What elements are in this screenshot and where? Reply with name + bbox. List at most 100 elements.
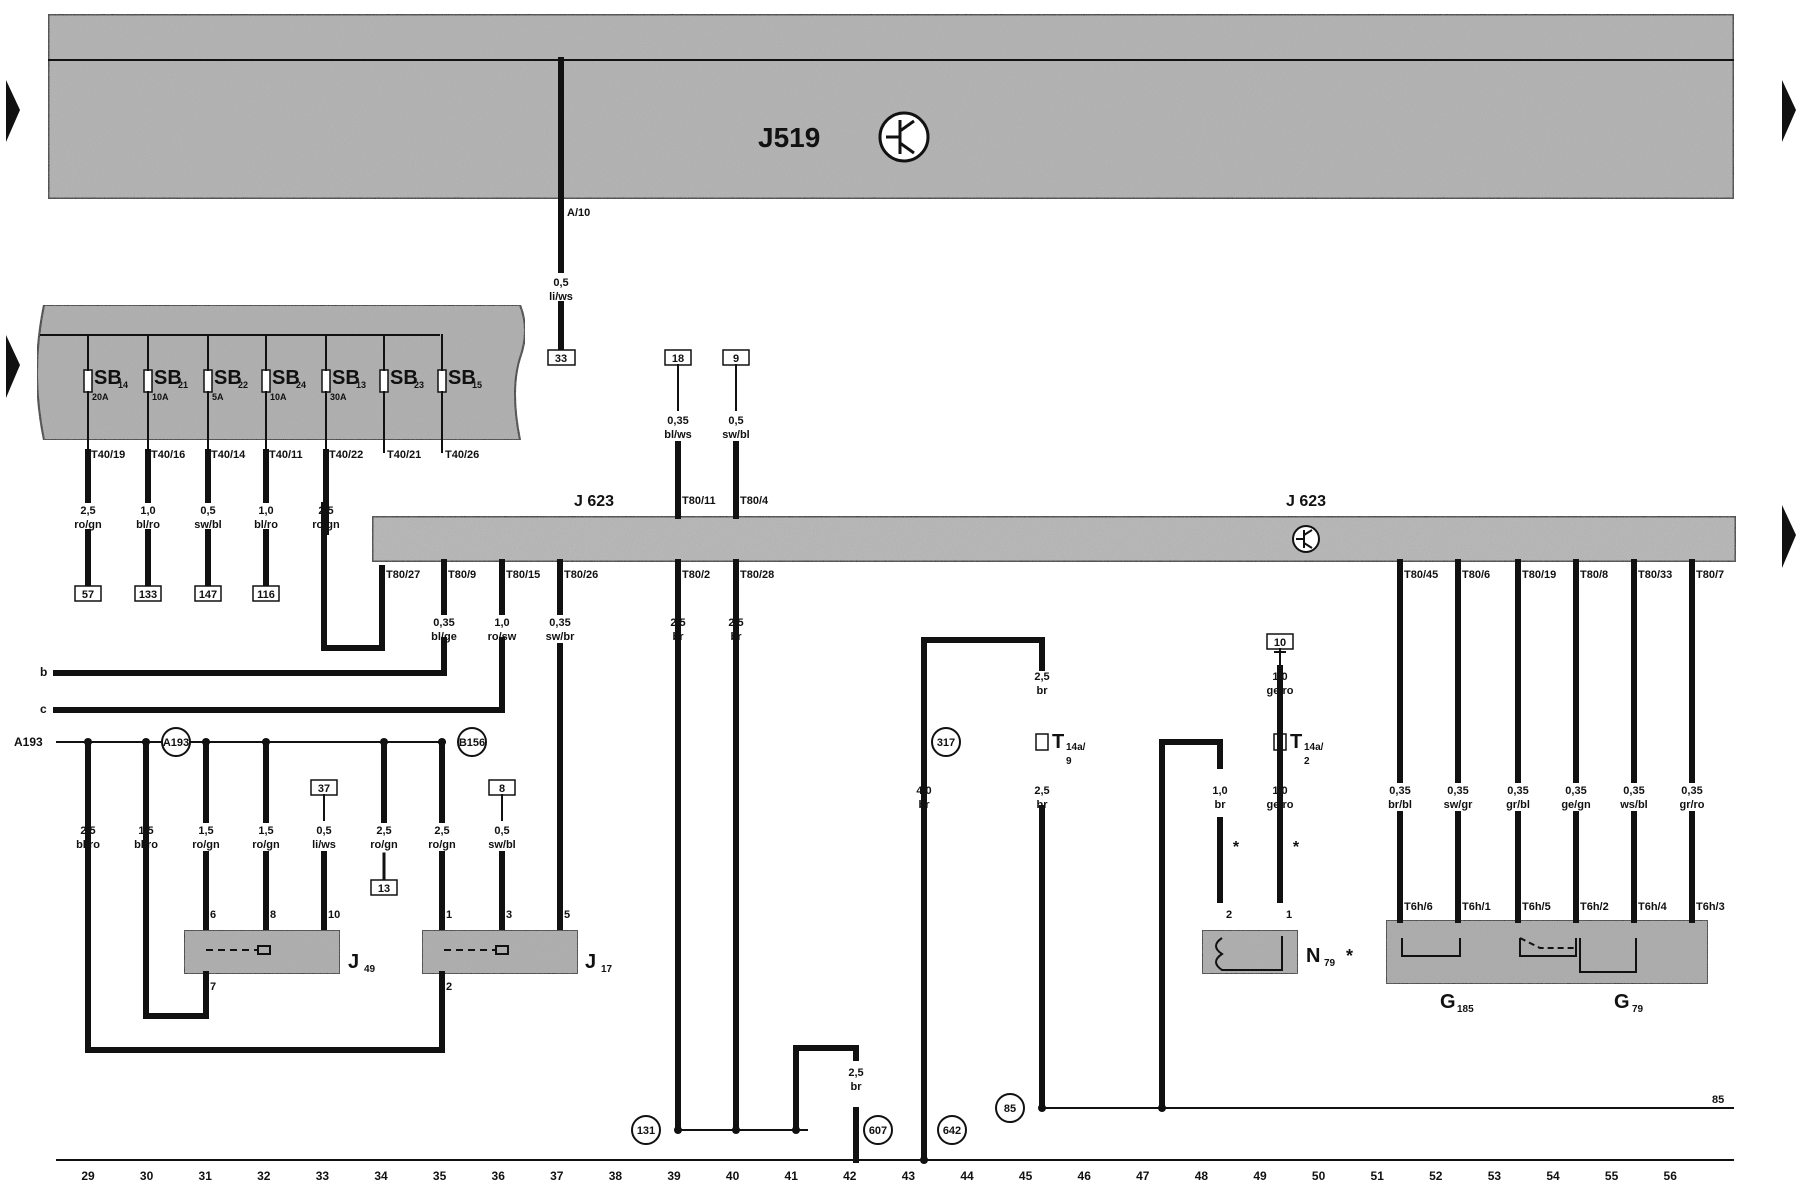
component-j49-sub: 49 <box>364 964 376 975</box>
star-mark: * <box>1233 839 1240 856</box>
wire-gauge: 0,5 <box>494 825 509 837</box>
footer-number: 56 <box>1664 1169 1678 1183</box>
wire-color: sw/bl <box>488 839 516 851</box>
fuse-sub: 22 <box>238 380 248 390</box>
pin-label: 2 <box>1226 909 1232 921</box>
fuse-name: SB <box>390 367 418 389</box>
transistor-symbol-icon <box>878 111 930 163</box>
wire-gauge: 2,5 <box>1034 671 1049 683</box>
component-g79-sub: 79 <box>1632 1004 1644 1015</box>
wire-gauge: 1,0 <box>140 505 155 517</box>
pin-label: T40/22 <box>329 449 363 461</box>
wire-gauge: 0,35 <box>1447 785 1468 797</box>
connector-label: B156 <box>459 737 485 749</box>
component-j49-label: J <box>348 951 359 973</box>
pin-label: 5 <box>564 909 570 921</box>
connector-label: A193 <box>163 737 189 749</box>
connector-label: 131 <box>637 1125 655 1137</box>
wire-gauge: 0,5 <box>728 415 743 427</box>
connector-circle <box>995 1093 1025 1123</box>
fuse-amp: 30A <box>330 392 347 402</box>
connector-circle <box>863 1115 893 1145</box>
pin-label: T80/26 <box>564 569 598 581</box>
fuse-name: SB <box>214 367 242 389</box>
connector-pin: 2 <box>1304 756 1310 767</box>
pin-label: 10 <box>328 909 340 921</box>
footer-number: 54 <box>1546 1169 1560 1183</box>
pin-label: T80/11 <box>682 495 716 507</box>
footer-number: 44 <box>960 1169 974 1183</box>
connector-name: T <box>1052 731 1064 753</box>
footer-number: 32 <box>257 1169 271 1183</box>
wire-color: br <box>1037 685 1049 697</box>
valve-n79 <box>1201 929 1299 975</box>
fuse-box <box>36 304 526 441</box>
triangle-right-icon <box>1782 80 1796 142</box>
fuse-name: SB <box>448 367 476 389</box>
footer-number: 34 <box>374 1169 388 1183</box>
footer-number: 55 <box>1605 1169 1619 1183</box>
relay-j49 <box>183 929 341 975</box>
line-label-c: c <box>40 702 47 716</box>
pin-label: 8 <box>270 909 276 921</box>
pin-label: 6 <box>210 909 216 921</box>
ref-label: 9 <box>733 353 739 365</box>
ref-label: 133 <box>139 589 157 601</box>
ref-label: 57 <box>82 589 94 601</box>
wire-color: li/ws <box>549 291 573 303</box>
connector-label: 642 <box>943 1125 961 1137</box>
connector-circle <box>931 727 961 757</box>
wire-color: ro/gn <box>252 839 280 851</box>
wire-gauge: 2,5 <box>80 505 95 517</box>
line-label-85: 85 <box>1712 1094 1724 1106</box>
connector-label: 317 <box>937 737 955 749</box>
fuse-name: SB <box>94 367 122 389</box>
footer-number: 36 <box>492 1169 506 1183</box>
sensor-g185-g79 <box>1385 919 1709 985</box>
pin-label: T80/33 <box>1638 569 1672 581</box>
wire-color: ro/gn <box>74 519 102 531</box>
wire-gauge: 0,35 <box>1507 785 1528 797</box>
wire-color: ro/gn <box>192 839 220 851</box>
ref-label: 116 <box>257 589 275 601</box>
ref-label: 37 <box>318 783 330 795</box>
module-j623-label: J 623 <box>1286 493 1326 510</box>
wire-color: gr/ro <box>1679 799 1704 811</box>
pin-label: T40/19 <box>91 449 125 461</box>
footer-number: 30 <box>140 1169 154 1183</box>
fuse-symbol <box>143 369 153 393</box>
wire-gauge: 0,35 <box>1565 785 1586 797</box>
connector-circle <box>937 1115 967 1145</box>
pin-label: T80/8 <box>1580 569 1608 581</box>
fuse-sub: 13 <box>356 380 366 390</box>
connector-circle <box>161 727 191 757</box>
footer-number: 42 <box>843 1169 857 1183</box>
wire-color: br <box>851 1081 863 1093</box>
pin-label: 1 <box>1286 909 1292 921</box>
pin-label: T80/19 <box>1522 569 1556 581</box>
wire-color: li/ws <box>312 839 336 851</box>
footer-number: 29 <box>81 1169 95 1183</box>
fuse-sub: 21 <box>178 380 188 390</box>
pin-label: 2 <box>446 981 452 993</box>
wire-gauge: 1,0 <box>1212 785 1227 797</box>
wire-color: sw/bl <box>722 429 750 441</box>
pin-label: T80/45 <box>1404 569 1438 581</box>
component-g185-sub: 185 <box>1457 1004 1474 1015</box>
wire-color: ro/gn <box>370 839 398 851</box>
ref-box <box>134 585 162 602</box>
pin-label: T80/27 <box>386 569 420 581</box>
wire-gauge: 1,0 <box>258 505 273 517</box>
wire-color: sw/gr <box>1444 799 1473 811</box>
component-j17-sub: 17 <box>601 964 613 975</box>
footer-number: 39 <box>667 1169 681 1183</box>
footer-number: 49 <box>1253 1169 1267 1183</box>
fuse-sub: 14 <box>118 380 128 390</box>
footer-number: 46 <box>1078 1169 1092 1183</box>
ref-box <box>252 585 280 602</box>
wire-gauge: 0,35 <box>1389 785 1410 797</box>
pin-a10: A/10 <box>567 207 590 219</box>
component-g79-label: G <box>1614 991 1630 1013</box>
module-j623-label: J 623 <box>574 493 614 510</box>
